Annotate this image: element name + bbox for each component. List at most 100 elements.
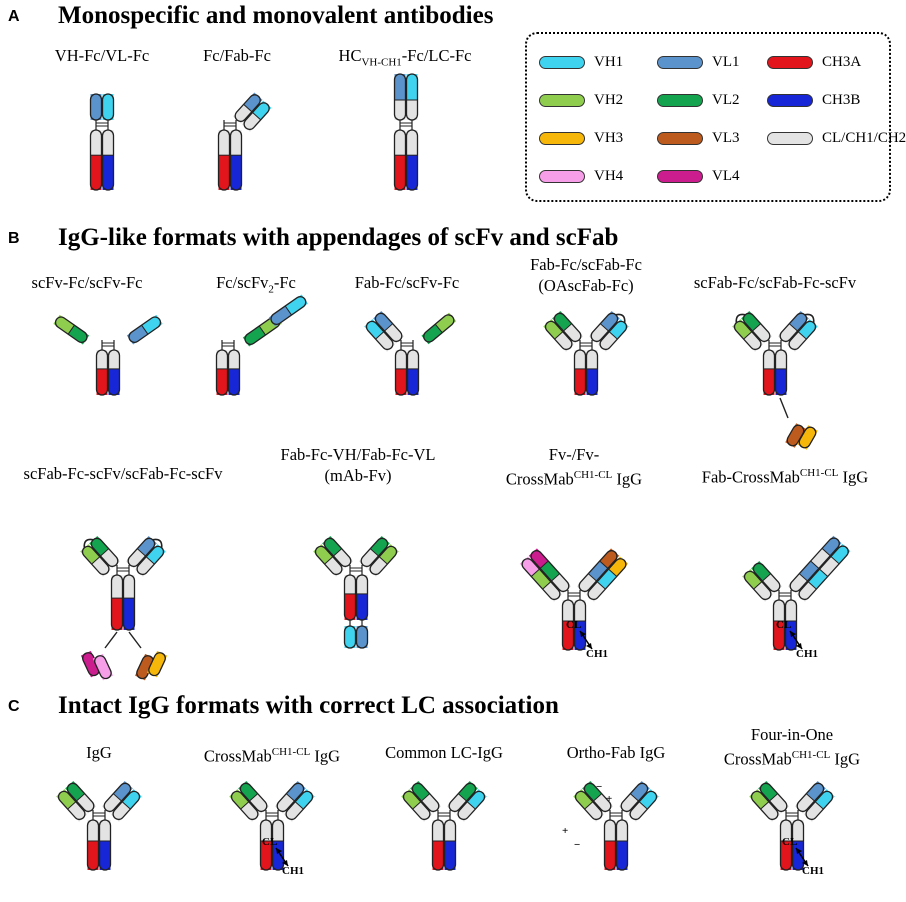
legend-item-ch3a: CH3A [767,54,861,71]
domain-ch3b [272,841,284,870]
domain-ch2 [763,350,775,369]
domain-constant [67,801,88,822]
scfv-right [421,312,457,345]
domain-separator [593,793,603,802]
legend-swatch-ch3b [767,94,813,107]
fc-stem [217,120,243,191]
chain-outline [743,570,772,601]
label-four-in-one-sup: CH1-CL [791,749,831,761]
domain-vl2 [751,561,771,582]
domain-vh1 [830,543,851,564]
domain-separator [145,556,155,565]
label-crossmab-sup: CH1-CL [271,746,311,758]
domain-constant [786,331,807,352]
scfv-left [53,314,90,345]
domain-separator [629,793,639,802]
label-four-in-one-tail: IgG [830,749,861,769]
domain-vl1 [90,94,102,120]
fab-light-chain [732,319,764,352]
legend-item-vh3: VH3 [539,130,623,147]
domain-ch2 [108,350,120,369]
domain-ch3a [90,155,102,190]
domain-vl1 [630,781,650,802]
domain-separator [797,331,807,340]
domain-vl1 [373,311,393,332]
label-fv-crossmab-main: CrossMab [505,469,574,489]
label-scfab-fc-scfab-fc-scfv: scFab-Fc/scFab-Fc-scFv [693,273,857,292]
domain-separator [539,560,549,569]
domain-ch3a [96,368,108,395]
domain-constant [803,801,824,822]
domain-constant [241,112,261,132]
domain-vl1 [113,781,133,802]
legend-label-vl3: VL3 [712,130,740,146]
fab-light-chain [367,544,399,577]
domain-vh2 [56,789,76,810]
domain-vl2 [89,536,109,557]
domain-constant [743,331,764,352]
label-mab-fv-line1: Fab-Fc-VH/Fab-Fc-VL [280,445,436,464]
domain-vh1 [798,319,818,340]
domain-vl1 [137,536,157,557]
fab-light-chain [401,789,433,822]
legend-label-vl2: VL2 [712,92,740,108]
domain-separator [284,305,292,316]
domain-separator [100,548,110,557]
domain-separator [743,331,753,340]
domain-separator [249,793,259,802]
domain-vh1 [146,544,166,565]
domain-ch2 [218,130,230,156]
domain-separator [608,568,618,577]
chain-outline [148,652,166,677]
domain-vl1 [126,325,148,345]
domain-constant [777,323,798,344]
domain-vh1 [815,789,835,810]
domain-vl2 [758,781,778,802]
legend-label-ch3a: CH3A [822,54,862,70]
domain-constant [796,581,817,602]
domain-constant [584,801,605,822]
domain-ch3b [356,593,368,620]
domain-constant [752,323,773,344]
fab-heavy-chain [232,92,263,124]
domain-separator [563,323,573,332]
domain-vl1 [286,781,306,802]
fab-heavy-chain [274,781,306,814]
domain-separator [599,323,609,332]
label-ortho-fab-igg: Ortho-Fab IgG [566,743,666,762]
chain-outline [530,550,570,593]
domain-constant [100,548,121,569]
legend-swatch-vl4 [657,170,703,183]
chain-outline [553,312,582,343]
domain-vh1 [122,789,142,810]
domain-ch3a [395,368,407,395]
scfv-right [126,314,163,345]
domain-constant [375,331,396,352]
domain-ch2 [773,600,785,621]
annotation-ch1: CH1 [282,865,304,877]
domain-ch2 [102,130,114,156]
fab-light-chain [110,789,142,822]
legend-item-vh4: VH4 [539,168,623,185]
domain-vh3 [147,650,168,678]
fc-stem [86,810,112,871]
linker [152,538,163,548]
fc-stem [394,340,420,396]
legend-label-vl1: VL1 [712,54,740,70]
domain-vl2 [458,781,478,802]
domain-ch2 [123,575,135,599]
legend-swatch-vh1 [539,56,585,69]
domain-constant [819,556,840,577]
domain-separator [798,573,808,582]
chain-outline [101,93,115,121]
domain-ch3b [574,621,586,650]
annotation-cl: CL [782,836,797,848]
scfv-vh3 [147,650,168,678]
fab-heavy-chain [65,781,97,814]
label-fab-fc-scfv-fc: Fab-Fc/scFv-Fc [354,273,460,292]
chain-outline [54,316,88,343]
domain-separator [67,324,75,335]
linker [128,631,142,649]
domain-ch2 [775,350,787,369]
domain-ch3b [792,841,804,870]
